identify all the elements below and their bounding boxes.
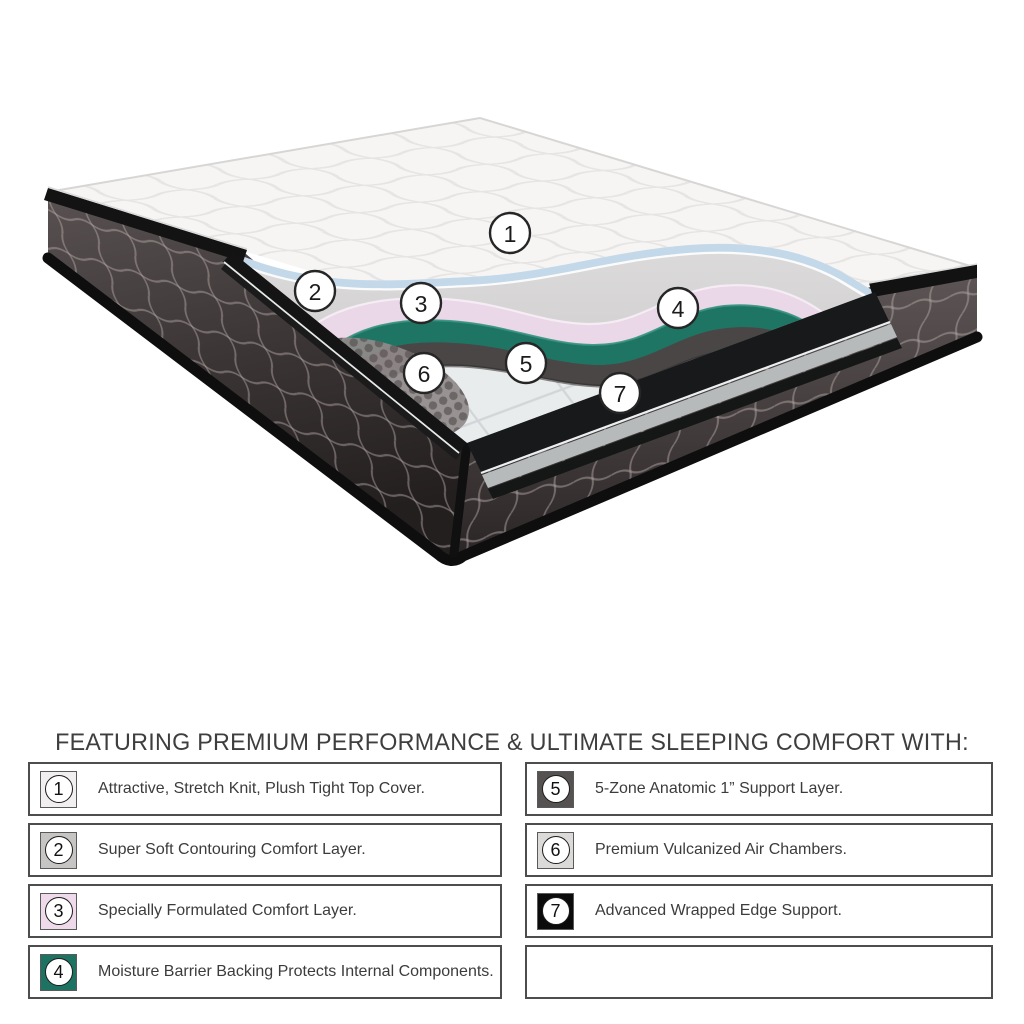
legend-label-1: Attractive, Stretch Knit, Plush Tight To… — [98, 780, 425, 797]
legend-swatch-5: 5 — [537, 770, 574, 808]
svg-text:7: 7 — [614, 381, 627, 407]
legend-empty-cell — [525, 945, 993, 999]
legend-swatch-3: 3 — [40, 892, 77, 930]
legend-label-4: Moisture Barrier Backing Protects Intern… — [98, 963, 494, 980]
legend-number-1: 1 — [44, 775, 73, 803]
legend-column-right: 5 5-Zone Anatomic 1” Support Layer. 6 Pr… — [525, 762, 993, 999]
cut-edge-band-left — [221, 252, 467, 460]
svg-text:3: 3 — [415, 291, 428, 317]
legend-number-7: 7 — [541, 897, 570, 925]
legend-number-3: 3 — [44, 897, 73, 925]
legend-swatch-2: 2 — [40, 831, 77, 869]
page-title: FEATURING PREMIUM PERFORMANCE & ULTIMATE… — [55, 729, 969, 756]
legend-row-6: 6 Premium Vulcanized Air Chambers. — [525, 823, 993, 877]
cover-trim-blue — [232, 243, 875, 300]
svg-text:5: 5 — [520, 351, 533, 377]
svg-text:6: 6 — [418, 361, 431, 387]
legend-row-2: 2 Super Soft Contouring Comfort Layer. — [28, 823, 502, 877]
callout-1: 1 — [488, 211, 532, 255]
top-edge-tape-left — [44, 186, 248, 262]
legend-label-6: Premium Vulcanized Air Chambers. — [595, 841, 847, 858]
legend-row-1: 1 Attractive, Stretch Knit, Plush Tight … — [28, 762, 502, 816]
legend-label-3: Specially Formulated Comfort Layer. — [98, 902, 357, 919]
mattress-cutaway-diagram: 1 2 3 4 5 6 7 — [42, 116, 983, 566]
legend-number-6: 6 — [541, 836, 570, 864]
callout-7: 7 — [598, 371, 642, 415]
legend-label-5: 5-Zone Anatomic 1” Support Layer. — [595, 780, 844, 797]
legend-row-3: 3 Specially Formulated Comfort Layer. — [28, 884, 502, 938]
corner-seam — [449, 438, 472, 558]
callout-5: 5 — [504, 341, 548, 385]
svg-text:1: 1 — [504, 221, 517, 247]
legend-swatch-1: 1 — [40, 770, 77, 808]
top-edge-tape-right — [868, 263, 978, 297]
legend-swatch-4: 4 — [40, 953, 77, 991]
legend-swatch-6: 6 — [537, 831, 574, 869]
svg-text:4: 4 — [672, 296, 685, 322]
legend-row-7: 7 Advanced Wrapped Edge Support. — [525, 884, 993, 938]
layer-7-wrapped-edge — [467, 292, 902, 499]
bottom-edge-tape — [42, 252, 983, 566]
legend-column-left: 1 Attractive, Stretch Knit, Plush Tight … — [28, 762, 502, 999]
legend-label-2: Super Soft Contouring Comfort Layer. — [98, 841, 366, 858]
callout-2: 2 — [293, 269, 337, 313]
legend-number-5: 5 — [541, 775, 570, 803]
legend-label-7: Advanced Wrapped Edge Support. — [595, 902, 842, 919]
legend-row-5: 5 5-Zone Anatomic 1” Support Layer. — [525, 762, 993, 816]
legend-number-4: 4 — [44, 958, 73, 986]
legend-number-2: 2 — [44, 836, 73, 864]
diagram-callouts: 1 2 3 4 5 6 7 — [293, 211, 700, 415]
callout-6: 6 — [402, 351, 446, 395]
callout-4: 4 — [656, 286, 700, 330]
svg-text:2: 2 — [309, 279, 322, 305]
callout-3: 3 — [399, 281, 443, 325]
legend-swatch-7: 7 — [537, 892, 574, 930]
legend-row-4: 4 Moisture Barrier Backing Protects Inte… — [28, 945, 502, 999]
